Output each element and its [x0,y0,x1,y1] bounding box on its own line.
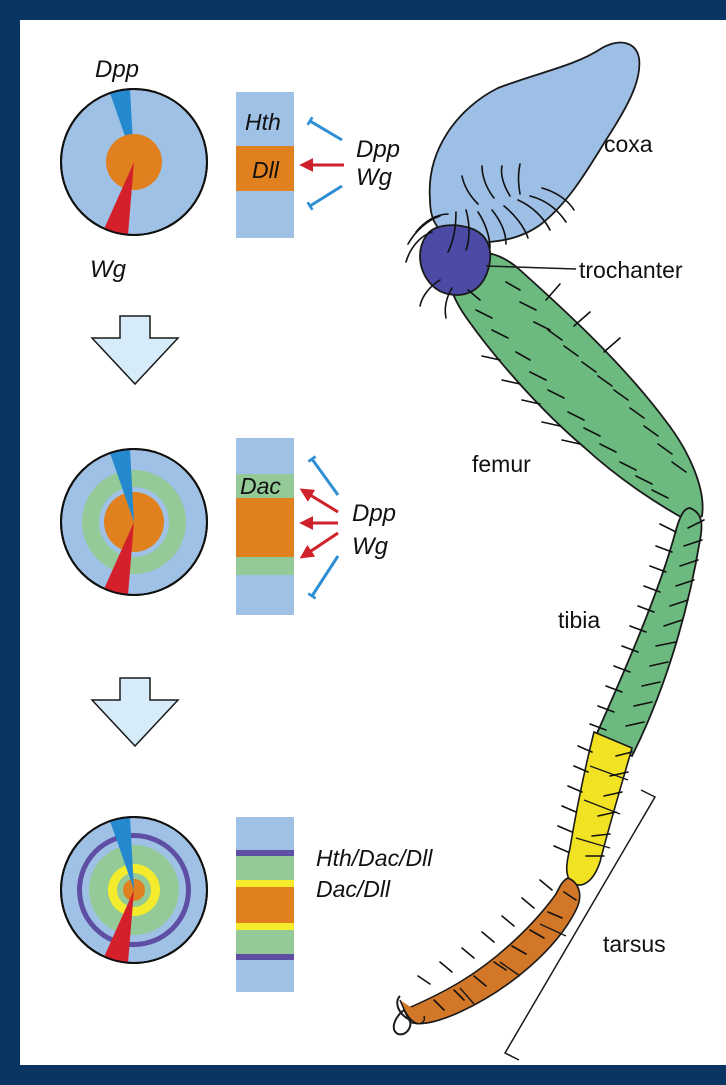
flow-arrow-2 [92,678,178,746]
stage2-bar [236,438,294,615]
stage3-bar-yellow-top [236,880,294,887]
stage3-bar-dac-top [236,856,294,880]
stage1-dll-label: Dll [252,157,280,183]
fly-leg-illustration [394,43,704,1060]
stage2-disc [61,449,207,595]
stage2-bar-dac-bottom [236,557,294,575]
stage1-signal-wg: Wg [356,164,393,191]
stage1-wg-label: Wg [90,256,127,283]
stage3-bar [236,817,294,992]
stage3-label-2: Dac/Dll [316,876,391,902]
stage3-label-1: Hth/Dac/Dll [316,845,433,871]
stage1-disc [61,89,207,235]
stage1-signal-arrows [302,121,344,206]
coxa-label: coxa [604,131,653,157]
leg-tarsus-orange [404,878,580,1024]
stage3-bar-hth-top [236,850,294,856]
trochanter-label: trochanter [579,257,683,283]
stage1-signal-dpp: Dpp [356,136,400,163]
stage1-dpp-label: Dpp [95,56,139,83]
stage3-bar-dac-bottom [236,930,294,954]
stage2-dac-label: Dac [240,473,281,499]
leg-femur [449,252,703,522]
stage2-signal-wg: Wg [352,533,389,560]
stage3-bar-yellow-bottom [236,923,294,930]
stage3-disc [61,817,207,963]
stage2-bar-dll-band [236,498,294,557]
stage2-signal-dpp: Dpp [352,500,396,527]
femur-label: femur [472,451,531,477]
stage1-hth-label: Hth [245,109,281,135]
stage2-signal-arrows [302,459,338,596]
stage3-bar-hth-bottom [236,954,294,960]
tarsus-label: tarsus [603,931,666,957]
tibia-label: tibia [558,607,600,633]
leg-trochanter [420,225,490,295]
flow-arrow-1 [92,316,178,384]
stage3-bar-dll-band [236,887,294,923]
